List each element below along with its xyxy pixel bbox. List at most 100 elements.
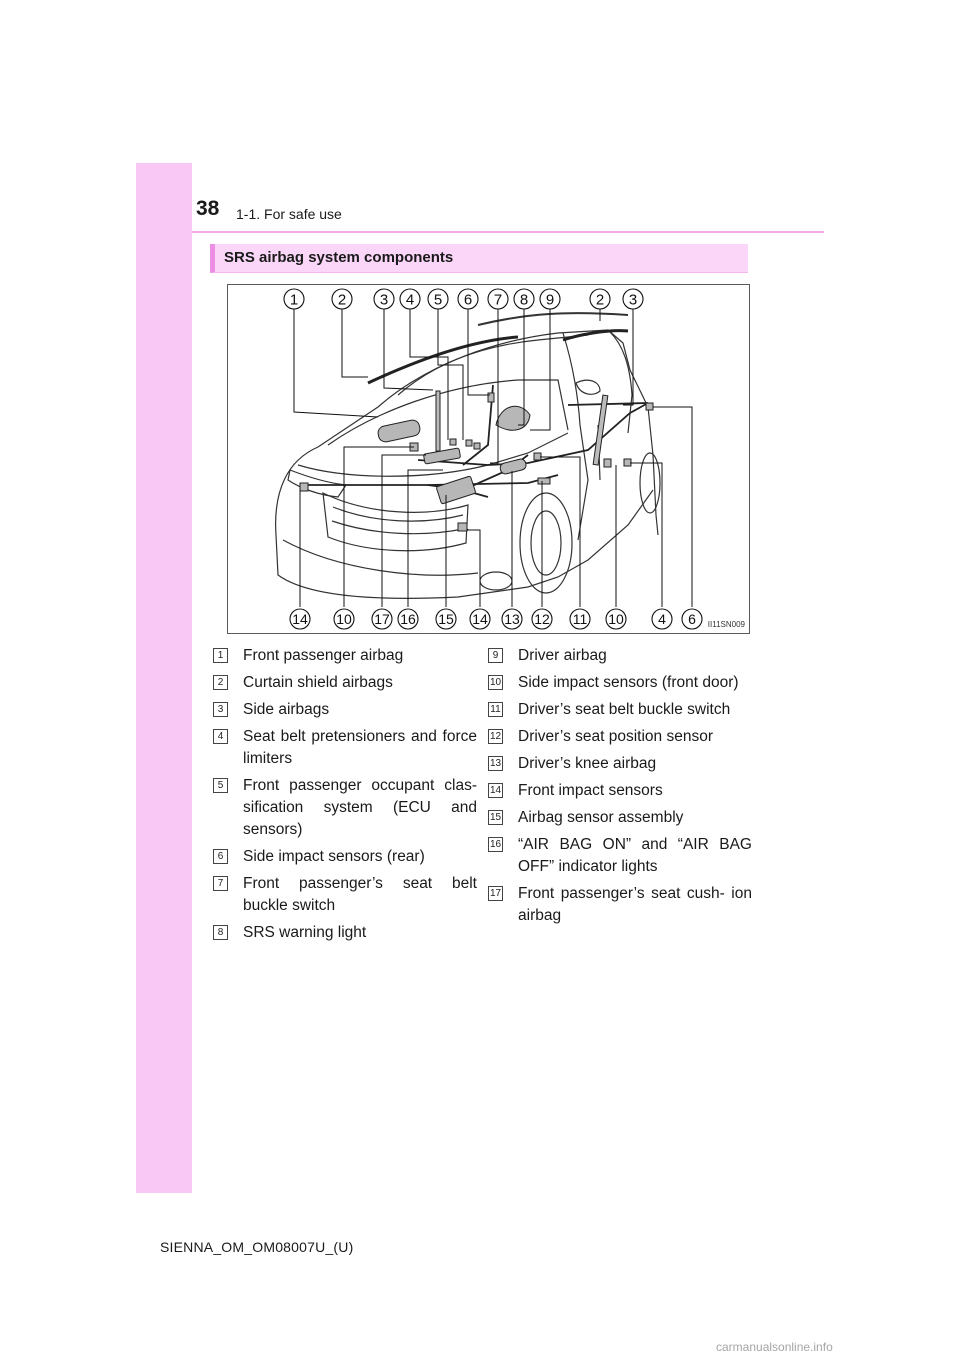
svg-text:4: 4 <box>658 611 666 627</box>
item-number-badge: 9 <box>488 648 503 663</box>
svg-text:1: 1 <box>290 292 298 309</box>
item-text: Side impact sensors (front door) <box>518 674 739 691</box>
item-number-badge: 1 <box>213 648 228 663</box>
svg-text:10: 10 <box>336 611 352 627</box>
item-number-badge: 10 <box>488 675 503 690</box>
callout-top-2: 2 <box>331 288 353 310</box>
svg-text:14: 14 <box>292 611 308 627</box>
svg-text:3: 3 <box>629 292 637 309</box>
item-text: Driver airbag <box>518 647 607 664</box>
legend-item: 10 Side impact sensors (front door) <box>488 672 752 694</box>
callout-bottom-5: 15 <box>435 608 457 630</box>
legend-item: 4 Seat belt pretensioners and force limit… <box>213 726 477 770</box>
item-text: Driver’s seat position sensor <box>518 728 713 745</box>
svg-text:16: 16 <box>400 611 416 627</box>
svg-text:2: 2 <box>596 292 604 309</box>
svg-text:10: 10 <box>608 611 624 627</box>
callout-bottom-7: 13 <box>501 608 523 630</box>
airbag-diagram: 1 2 3 4 5 6 7 8 9 2 3 14 10 17 16 15 14 … <box>227 284 750 634</box>
callout-bottom-10: 10 <box>605 608 627 630</box>
legend-item: 1 Front passenger airbag <box>213 645 477 667</box>
svg-text:8: 8 <box>520 292 528 309</box>
svg-text:6: 6 <box>688 611 696 627</box>
legend-right-column: 9 Driver airbag 10 Side impact sensors (fr… <box>488 645 752 932</box>
legend-item: 15 Airbag sensor assembly <box>488 807 752 829</box>
header-divider <box>192 231 824 233</box>
watermark: carmanualsonline.info <box>716 1340 833 1354</box>
callout-bottom-3: 17 <box>371 608 393 630</box>
callout-bottom-9: 11 <box>569 608 591 630</box>
section-title: 1-1. For safe use <box>236 206 342 222</box>
legend-item: 5 Front passenger occupant clas- sificati… <box>213 775 477 841</box>
item-text: Side airbags <box>243 701 330 718</box>
item-number-badge: 8 <box>213 925 228 940</box>
item-number-badge: 14 <box>488 783 503 798</box>
legend-item: 8 SRS warning light <box>213 922 477 944</box>
svg-text:17: 17 <box>374 611 390 627</box>
item-text: Front impact sensors <box>518 782 663 799</box>
item-number-badge: 13 <box>488 756 503 771</box>
callout-bottom-8: 12 <box>531 608 553 630</box>
svg-text:13: 13 <box>504 611 520 627</box>
svg-text:11: 11 <box>573 611 588 627</box>
svg-text:14: 14 <box>472 611 488 627</box>
callout-bottom-1: 14 <box>289 608 311 630</box>
svg-text:2: 2 <box>338 292 346 309</box>
item-number-badge: 3 <box>213 702 228 717</box>
callout-top-4: 4 <box>399 288 421 310</box>
callout-top-6: 6 <box>457 288 479 310</box>
legend-item: 16“AIR BAG ON” and “AIR BAG OFF” indicat… <box>488 834 752 878</box>
item-number-badge: 17 <box>488 886 503 901</box>
side-tab <box>136 163 192 1193</box>
svg-text:4: 4 <box>406 292 414 309</box>
item-number-badge: 7 <box>213 876 228 891</box>
legend-item: 13 Driver’s knee airbag <box>488 753 752 775</box>
item-number-badge: 5 <box>213 778 228 793</box>
item-number-badge: 15 <box>488 810 503 825</box>
callout-top-3: 3 <box>373 288 395 310</box>
legend-item: 9 Driver airbag <box>488 645 752 667</box>
legend-item: 7 Front passenger’s seat belt buckle swit… <box>213 873 477 917</box>
legend-item: 11 Driver’s seat belt buckle switch <box>488 699 752 721</box>
callout-top-10: 2 <box>589 288 611 310</box>
callout-bottom-6: 14 <box>469 608 491 630</box>
car-illustration: 1 2 3 4 5 6 7 8 9 2 3 14 10 17 16 15 14 … <box>275 288 703 630</box>
section-heading-text: SRS airbag system components <box>224 249 454 266</box>
callout-top-9: 9 <box>539 288 561 310</box>
item-number-badge: 11 <box>488 702 503 717</box>
legend-item: 6 Side impact sensors (rear) <box>213 846 477 868</box>
legend-item: 3 Side airbags <box>213 699 477 721</box>
legend-item: 14 Front impact sensors <box>488 780 752 802</box>
item-text: Front passenger airbag <box>243 647 404 664</box>
item-number-badge: 4 <box>213 729 228 744</box>
page-number: 38 <box>196 197 220 220</box>
callout-bottom-2: 10 <box>333 608 355 630</box>
item-text: Front passenger occupant clas- sificatio… <box>243 777 477 838</box>
callout-bottom-12: 6 <box>681 608 703 630</box>
callout-bottom-11: 4 <box>651 608 673 630</box>
item-number-badge: 6 <box>213 849 228 864</box>
svg-text:12: 12 <box>534 611 550 627</box>
item-number-badge: 16 <box>488 837 503 852</box>
callout-top-11: 3 <box>622 288 644 310</box>
svg-text:3: 3 <box>380 292 388 309</box>
item-text: SRS warning light <box>243 924 367 941</box>
svg-text:6: 6 <box>464 292 472 309</box>
figure-code: II11SN009 <box>707 620 745 629</box>
callout-top-8: 8 <box>513 288 535 310</box>
callout-top-7: 7 <box>487 288 509 310</box>
svg-text:5: 5 <box>434 292 442 309</box>
footer-code: SIENNA_OM_OM08007U_(U) <box>160 1239 354 1255</box>
callout-bottom-4: 16 <box>397 608 419 630</box>
item-text: Side impact sensors (rear) <box>243 848 425 865</box>
item-text: Driver’s seat belt buckle switch <box>518 701 731 718</box>
callout-top-1: 1 <box>283 288 305 310</box>
item-text: Driver’s knee airbag <box>518 755 657 772</box>
item-text: Airbag sensor assembly <box>518 809 684 826</box>
item-text: Seat belt pretensioners and force limite… <box>243 728 477 767</box>
item-text: Front passenger’s seat belt buckle switc… <box>243 875 477 914</box>
svg-text:9: 9 <box>546 292 554 309</box>
